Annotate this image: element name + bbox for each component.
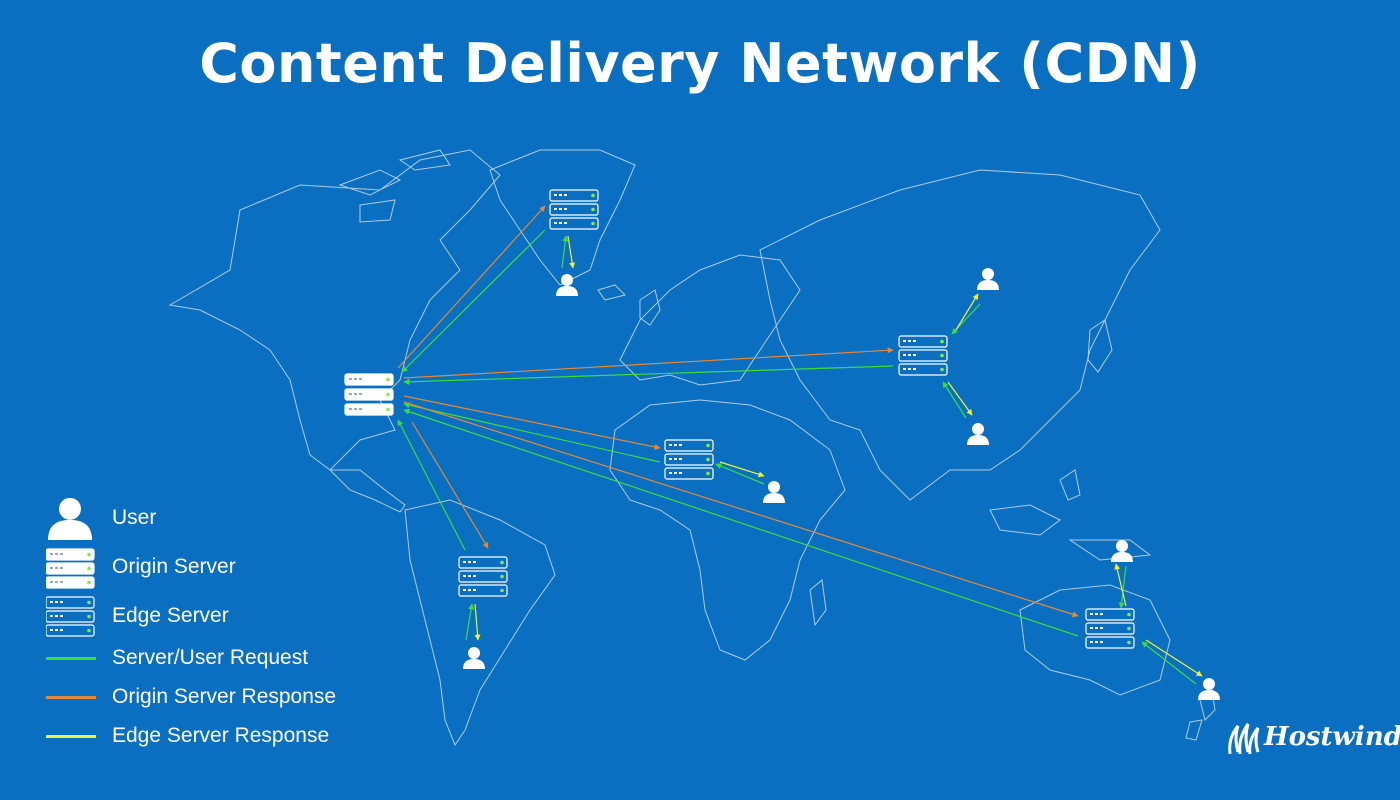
origin-response-line: [403, 347, 894, 379]
user-icon: [1198, 678, 1220, 700]
map-uk: [639, 289, 661, 326]
map-arctic-islands: [338, 149, 451, 223]
request-line: [403, 408, 1079, 637]
origin-response-line-swatch: [46, 696, 96, 699]
map-south-america: [404, 499, 556, 747]
edge-server-australia: [1085, 608, 1135, 649]
legend-label: Edge Server Response: [112, 724, 330, 747]
map-japan: [1087, 319, 1113, 373]
legend-item-edge-response: Edge Server Response: [44, 722, 384, 762]
map-se-asia-islands: [989, 469, 1152, 561]
origin-response-line: [397, 205, 546, 369]
user-icon: [763, 481, 785, 503]
wave-icon: [1228, 723, 1260, 755]
edge-response-line: [947, 381, 973, 416]
legend-label: Origin Server: [112, 555, 236, 578]
request-line: [397, 419, 466, 551]
origin-response-line: [411, 421, 489, 549]
request-line: [403, 402, 661, 463]
edge-response-line: [955, 293, 979, 331]
map-central-america: [328, 469, 406, 513]
edge-server-africa: [664, 439, 714, 480]
map-africa: [609, 399, 846, 661]
edge-server-europe: [549, 189, 599, 230]
edge-response-line: [719, 461, 765, 478]
request-line: [1118, 565, 1127, 609]
edge-response-line: [1145, 639, 1203, 677]
edge-response-line: [1114, 563, 1127, 607]
edge-server-asia: [898, 335, 948, 376]
edge-response-line: [567, 235, 576, 269]
logo-text: Hostwinds: [1264, 722, 1400, 752]
legend-item-origin-server: Origin Server: [44, 548, 384, 589]
request-line-swatch: [46, 657, 96, 660]
request-line: [942, 381, 967, 419]
legend-label: Server/User Request: [112, 646, 309, 669]
legend-label: Origin Server Response: [112, 685, 337, 708]
map-asia: [759, 169, 1161, 501]
origin-server-icon: [46, 548, 95, 589]
origin-response-line: [403, 395, 661, 450]
request-line: [715, 463, 765, 485]
legend-label: User: [112, 506, 157, 529]
request-line: [465, 603, 475, 641]
user-icon: [463, 647, 485, 669]
origin-response-line: [403, 401, 1079, 618]
legend-item-origin-response: Origin Server Response: [44, 683, 384, 723]
legend-label: Edge Server: [112, 604, 229, 627]
legend-item-edge-server: Edge Server: [44, 596, 384, 637]
edge-response-line-swatch: [46, 735, 96, 738]
map-iceland: [597, 284, 626, 301]
edge-response-line: [474, 603, 481, 641]
hostwinds-logo: Hostwinds: [1226, 716, 1400, 760]
user-icon: [977, 268, 999, 290]
map-madagascar: [809, 579, 827, 627]
map-australia: [1019, 584, 1171, 696]
page-title: Content Delivery Network (CDN): [199, 32, 1201, 95]
edge-server-icon: [46, 596, 95, 637]
edge-server-south-america: [458, 556, 508, 597]
map-europe: [619, 254, 801, 386]
map-greenland: [489, 149, 636, 286]
world-map: [168, 149, 1216, 747]
legend-item-user: User: [44, 496, 384, 540]
request-line: [403, 365, 894, 385]
user-icon: [48, 497, 92, 540]
legend-item-request: Server/User Request: [44, 644, 384, 684]
request-line: [1141, 641, 1197, 685]
request-line: [401, 229, 546, 373]
request-line: [561, 235, 569, 269]
user-icon: [967, 423, 989, 445]
origin-server: [344, 373, 394, 416]
user-icon: [1111, 540, 1133, 562]
connections: [397, 205, 1203, 685]
